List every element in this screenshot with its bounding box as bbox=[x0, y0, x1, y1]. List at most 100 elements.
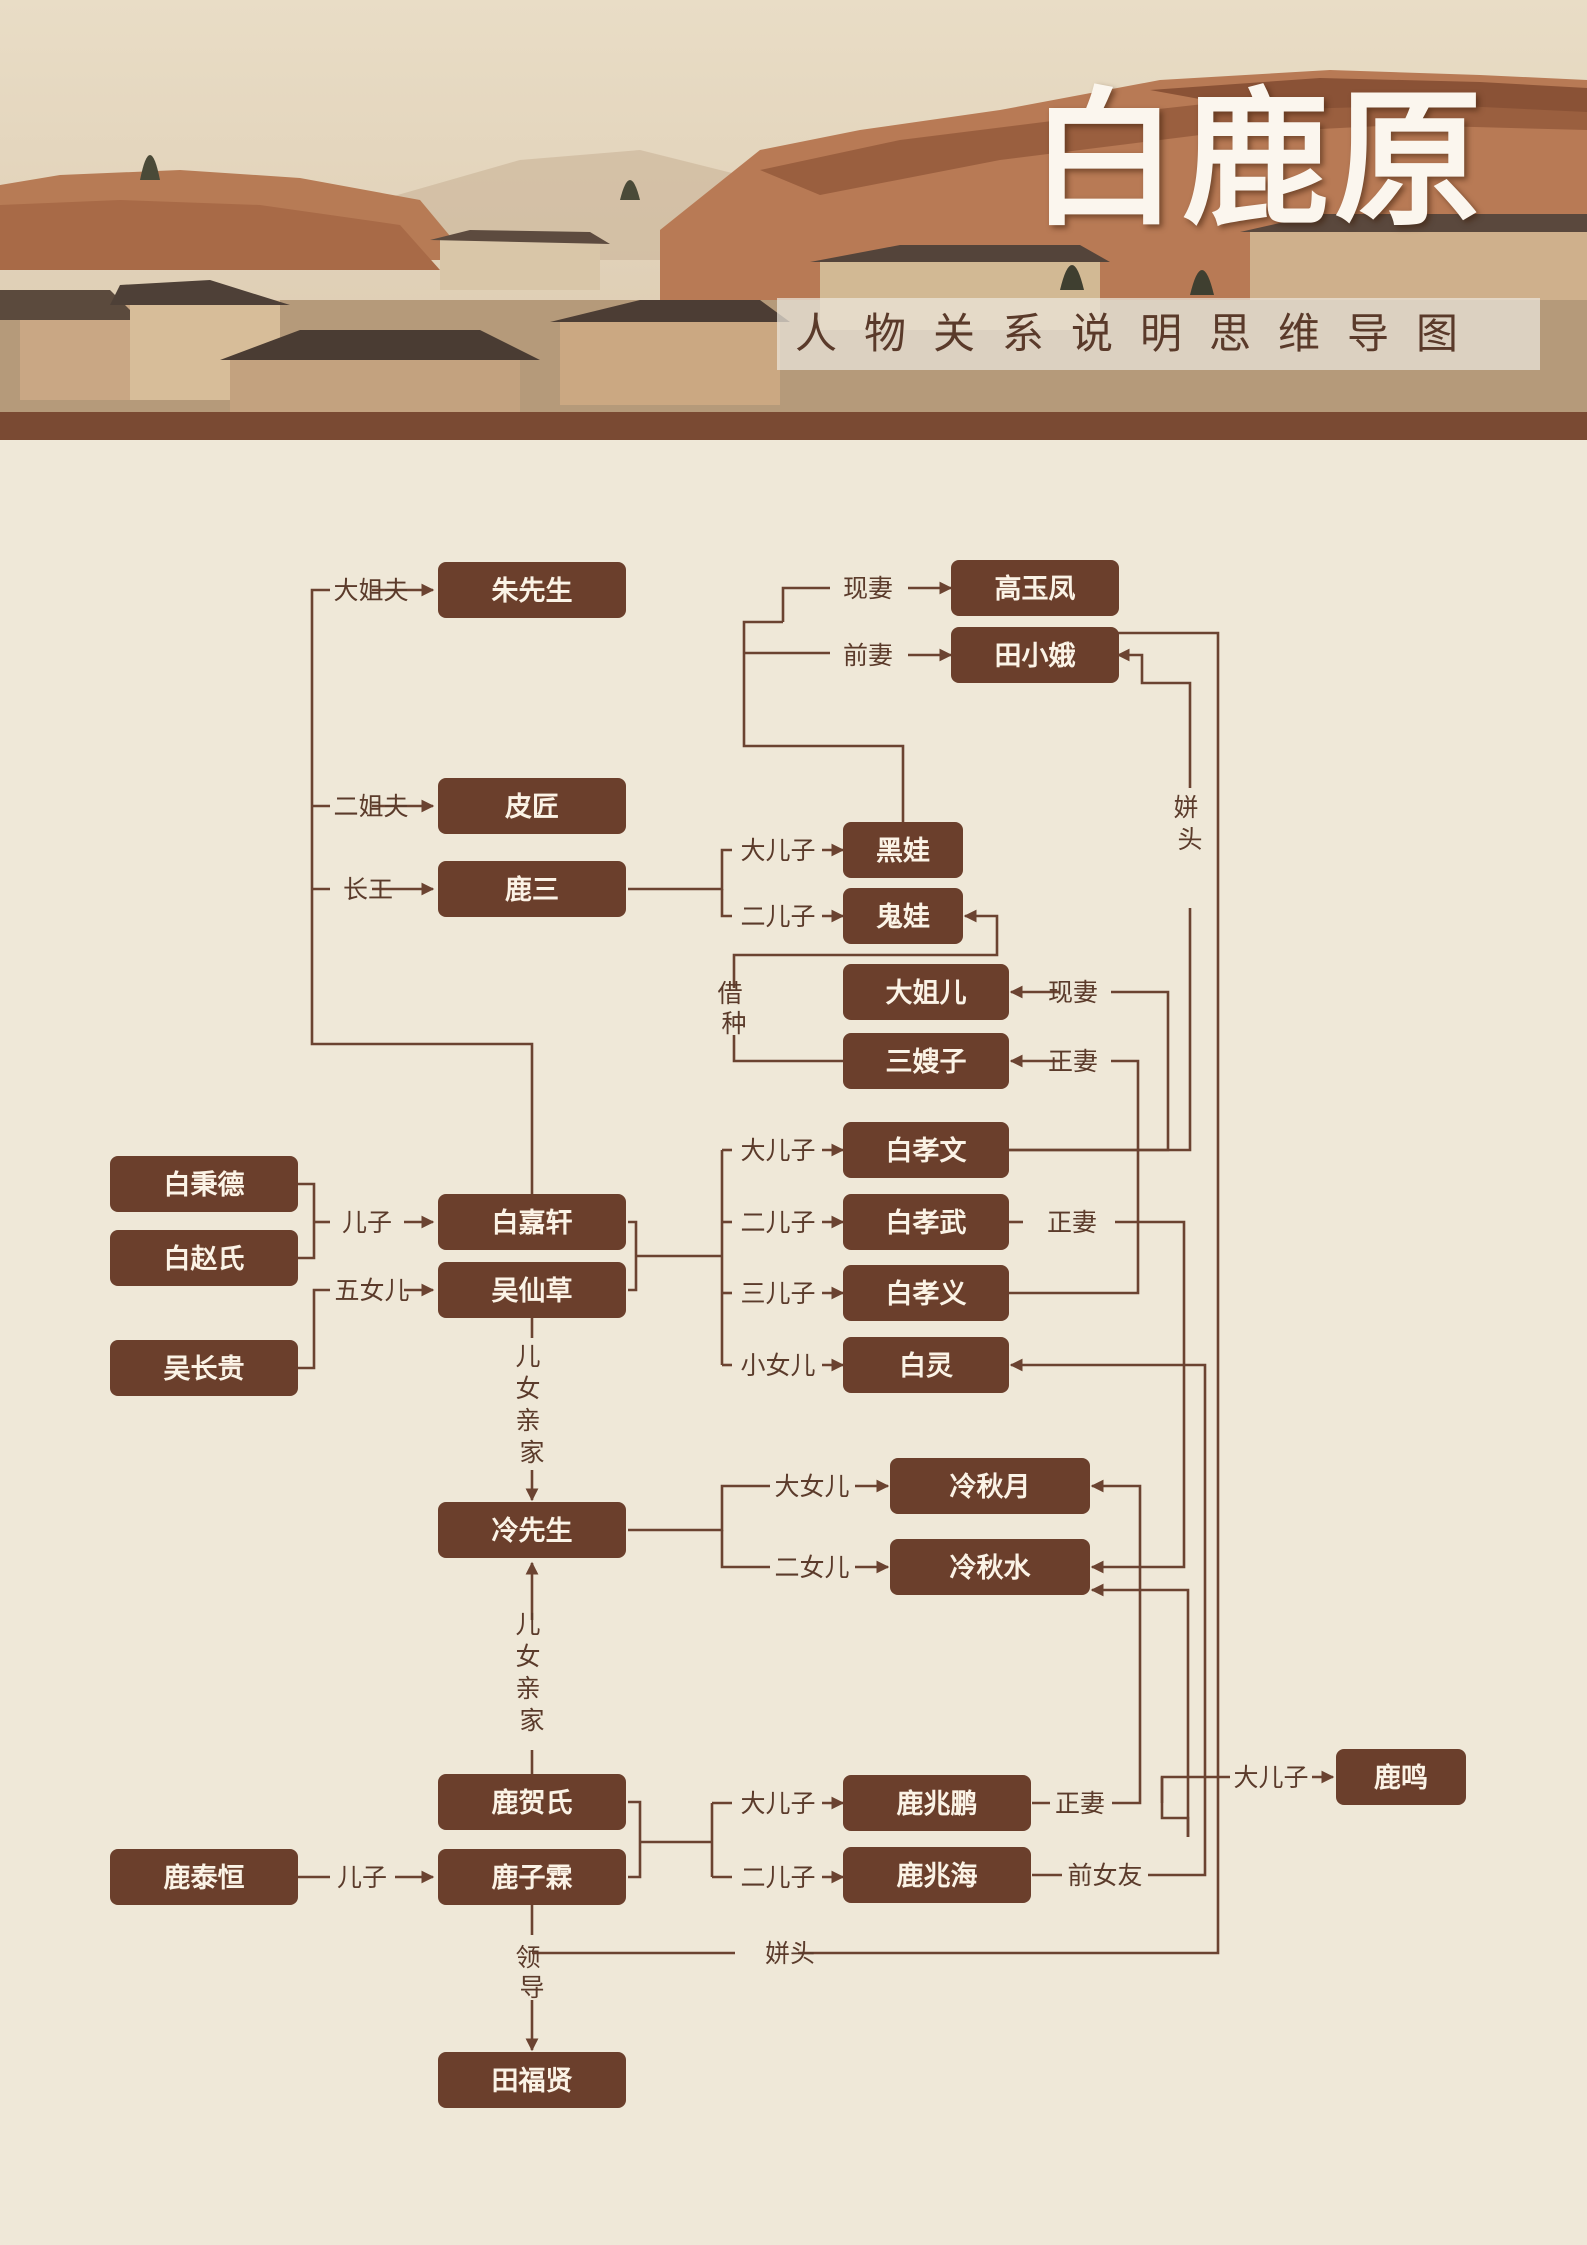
person-name: 白孝文 bbox=[886, 1135, 968, 1167]
rel-ererzi-gui: 二儿子 bbox=[740, 902, 815, 931]
person-node-box bbox=[843, 1337, 1009, 1393]
page-subtitle: 人物关系说明思维导图 bbox=[795, 309, 1486, 358]
person-node-baibingde: 白秉德 bbox=[110, 1156, 298, 1212]
person-name: 冷秋月 bbox=[950, 1472, 1031, 1503]
person-node-baixiaowen: 白孝文 bbox=[843, 1122, 1009, 1178]
person-node-lusan: 鹿三 bbox=[438, 861, 626, 917]
rel-ernver: 二女儿 bbox=[774, 1553, 849, 1582]
rel-daerzi-ming: 大儿子 bbox=[1233, 1763, 1308, 1792]
person-node-box bbox=[438, 1849, 626, 1905]
rel-xianqi-dajier: 现妻 bbox=[1048, 978, 1098, 1007]
person-node-luming: 鹿鸣 bbox=[1336, 1749, 1466, 1805]
person-node-box bbox=[843, 964, 1009, 1020]
person-name: 黑娃 bbox=[876, 836, 930, 867]
person-node-box bbox=[1336, 1749, 1466, 1805]
person-name: 白秉德 bbox=[164, 1169, 245, 1201]
person-name: 鬼娃 bbox=[876, 901, 930, 933]
person-node-bailing: 白灵 bbox=[843, 1337, 1009, 1393]
person-name: 鹿贺氏 bbox=[492, 1787, 573, 1819]
person-node-lengqiushui: 冷秋水 bbox=[890, 1539, 1090, 1595]
person-node-box bbox=[843, 1194, 1009, 1250]
person-name: 鹿子霖 bbox=[492, 1862, 573, 1894]
person-node-box bbox=[843, 1847, 1031, 1903]
person-node-box bbox=[843, 888, 963, 944]
person-name: 吴仙草 bbox=[492, 1276, 573, 1307]
rel-erzi-lu: 儿子 bbox=[337, 1863, 387, 1892]
person-node-luzhaopeng: 鹿兆鹏 bbox=[843, 1775, 1031, 1831]
person-node-gaoyufeng: 高玉凤 bbox=[951, 560, 1119, 616]
rel-ererzi-wu: 二儿子 bbox=[740, 1208, 815, 1237]
person-node-box bbox=[843, 822, 963, 878]
person-node-baizhaoshi: 白赵氏 bbox=[110, 1230, 298, 1286]
person-name: 鹿三 bbox=[505, 874, 559, 906]
person-node-wuchanggui: 吴长贵 bbox=[110, 1340, 298, 1396]
person-name: 高玉凤 bbox=[995, 573, 1076, 605]
rel-daerzi-wen: 大儿子 bbox=[740, 1136, 815, 1165]
person-name: 白孝义 bbox=[886, 1278, 967, 1310]
person-node-box bbox=[110, 1230, 298, 1286]
person-node-box bbox=[843, 1265, 1009, 1321]
person-node-box bbox=[438, 861, 626, 917]
person-node-dajier: 大姐儿 bbox=[843, 964, 1009, 1020]
person-name: 白赵氏 bbox=[164, 1243, 245, 1275]
person-name: 田福贤 bbox=[492, 2066, 573, 2097]
person-name: 鹿鸣 bbox=[1374, 1762, 1428, 1794]
person-node-guiwa: 鬼娃 bbox=[843, 888, 963, 944]
rel-qianqi-tian: 前妻 bbox=[843, 641, 893, 670]
rel-jiezhong: 借 种 bbox=[718, 979, 751, 1038]
person-node-baijiaxuan: 白嘉轩 bbox=[438, 1194, 626, 1250]
person-name: 大姐儿 bbox=[886, 978, 967, 1009]
person-node-pijiang: 皮匠 bbox=[438, 778, 626, 834]
rel-lingdao: 领 导 bbox=[516, 1943, 549, 2002]
person-node-tianxiaoe: 田小娥 bbox=[951, 627, 1119, 683]
rel-danver: 大女儿 bbox=[774, 1472, 849, 1501]
person-name: 鹿泰恒 bbox=[164, 1862, 245, 1894]
person-node-box bbox=[110, 1849, 298, 1905]
person-name: 鹿兆鹏 bbox=[897, 1788, 978, 1820]
person-name: 吴长贵 bbox=[164, 1354, 245, 1385]
person-name: 白嘉轩 bbox=[492, 1207, 573, 1239]
person-node-tianfuxian: 田福贤 bbox=[438, 2052, 626, 2108]
person-name: 朱先生 bbox=[492, 576, 573, 607]
rel-xiaonver: 小女儿 bbox=[740, 1351, 815, 1380]
rel-pintou-bottom: 姘头 bbox=[765, 1939, 815, 1968]
rel-zhengqi-peng: 正妻 bbox=[1055, 1789, 1105, 1818]
person-node-box bbox=[110, 1156, 298, 1212]
person-node-box bbox=[890, 1458, 1090, 1514]
person-node-box bbox=[890, 1539, 1090, 1595]
rel-zhengqi-san: 正妻 bbox=[1048, 1047, 1098, 1076]
rel-erjiefu: 二姐夫 bbox=[333, 792, 408, 821]
person-node-box bbox=[438, 1262, 626, 1318]
person-node-wuxiancao: 吴仙草 bbox=[438, 1262, 626, 1318]
rel-ernvqinjia-top: 儿 女 亲 家 bbox=[516, 1342, 549, 1467]
relation-labels: 大姐夫 二姐夫 长工 现妻 前妻 大儿子 二儿子 借 种 现妻 正妻 姘 头 儿… bbox=[333, 574, 1308, 2002]
person-name: 冷秋水 bbox=[950, 1553, 1032, 1584]
rel-wunver: 五女儿 bbox=[334, 1276, 409, 1305]
person-node-lengqiuyue: 冷秋月 bbox=[890, 1458, 1090, 1514]
person-node-lutaiheng: 鹿泰恒 bbox=[110, 1849, 298, 1905]
person-node-box bbox=[438, 562, 626, 618]
person-node-lengxiansheng: 冷先生 bbox=[438, 1502, 626, 1558]
person-name: 皮匠 bbox=[505, 792, 559, 823]
person-node-luheshi: 鹿贺氏 bbox=[438, 1774, 626, 1830]
person-node-box bbox=[843, 1775, 1031, 1831]
person-node-box bbox=[438, 1194, 626, 1250]
person-node-luzilin: 鹿子霖 bbox=[438, 1849, 626, 1905]
rel-dajiefu: 大姐夫 bbox=[333, 576, 408, 605]
subtitle-box bbox=[777, 298, 1540, 370]
person-node-box bbox=[951, 627, 1119, 683]
rel-sanerzi-yi: 三儿子 bbox=[740, 1279, 815, 1308]
person-name: 三嫂子 bbox=[886, 1047, 967, 1078]
person-name: 鹿兆海 bbox=[897, 1860, 978, 1892]
person-node-box bbox=[843, 1033, 1009, 1089]
person-name: 田小娥 bbox=[995, 641, 1076, 672]
rel-daerzi-peng: 大儿子 bbox=[740, 1789, 815, 1818]
rel-daerzi-hei: 大儿子 bbox=[740, 836, 815, 865]
rel-erzi-bai: 儿子 bbox=[342, 1208, 392, 1237]
rel-ernvqinjia-bottom: 儿 女 亲 家 bbox=[516, 1610, 549, 1735]
rel-zhengqi-wu: 正妻 bbox=[1047, 1208, 1097, 1237]
person-name: 冷先生 bbox=[492, 1516, 573, 1547]
